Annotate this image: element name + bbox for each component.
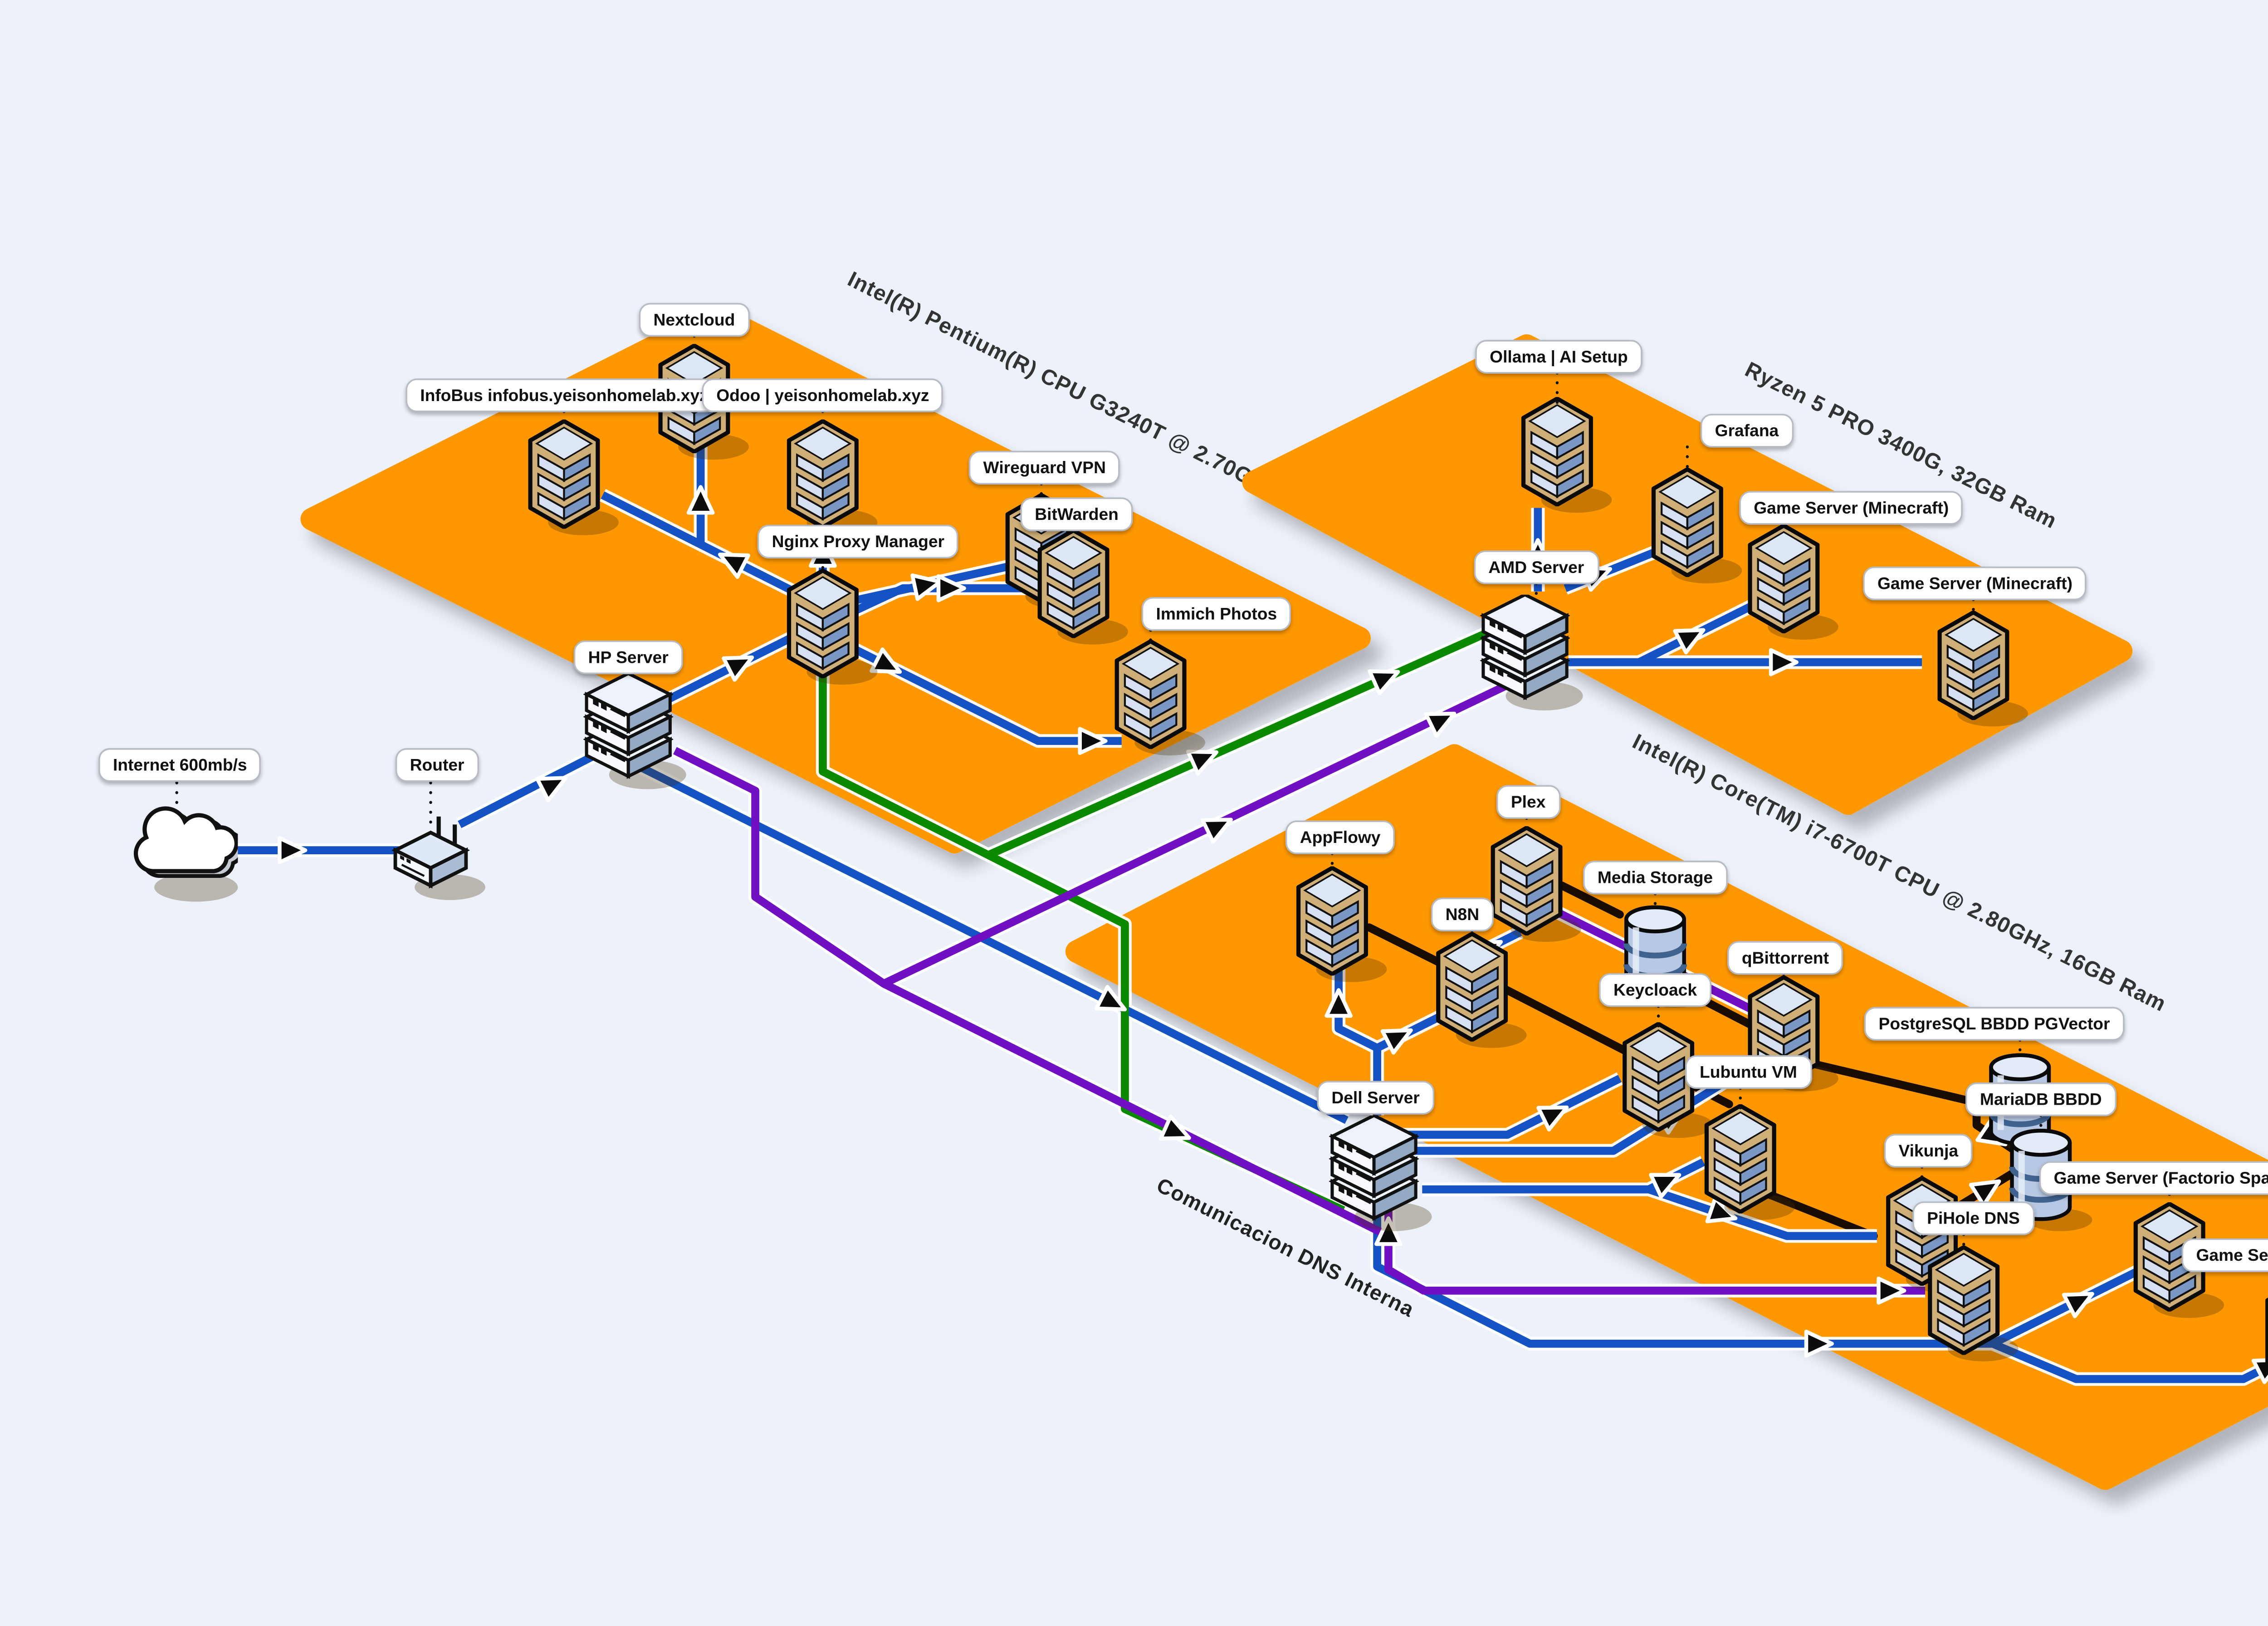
tower-server-icon-bitwarden[interactable] — [1040, 530, 1107, 637]
label-leaders — [175, 334, 2171, 1254]
tower-server-icon-immich[interactable] — [1117, 642, 1184, 748]
tower-server-icon-keycloack[interactable] — [1625, 1024, 1692, 1130]
node-label-n8n[interactable]: N8N — [1431, 897, 1494, 932]
node-label-dell[interactable]: Dell Server — [1317, 1081, 1434, 1115]
tower-server-icon-nginx[interactable] — [789, 571, 856, 677]
node-label-mediastorage[interactable]: Media Storage — [1583, 861, 1728, 895]
rack-server-icon-dell[interactable] — [1332, 1116, 1416, 1219]
tower-server-icon-minecraft1[interactable] — [1750, 525, 1818, 632]
tower-server-icon-lubuntu[interactable] — [1706, 1106, 1774, 1212]
node-label-lubuntu[interactable]: Lubuntu VM — [1685, 1055, 1812, 1089]
node-label-immich[interactable]: Immich Photos — [1141, 597, 1292, 631]
tower-server-icon-odoo[interactable] — [789, 421, 856, 527]
node-label-bitwarden[interactable]: BitWarden — [1020, 497, 1133, 531]
rack-server-icon-hp[interactable] — [587, 673, 670, 776]
node-label-grafana[interactable]: Grafana — [1700, 414, 1794, 448]
tower-server-icon-infobus[interactable] — [530, 421, 598, 527]
node-label-mariadb[interactable]: MariaDB BBDD — [1965, 1082, 2116, 1117]
tower-server-icon-minecraft2[interactable] — [1940, 612, 2007, 719]
tower-server-icon-ollama[interactable] — [1524, 399, 1591, 505]
node-label-satisfactory[interactable]: Game Server (Satisfactory) — [2181, 1238, 2268, 1273]
node-label-wireguard[interactable]: Wireguard VPN — [968, 451, 1120, 485]
connection-lines — [214, 440, 2268, 1386]
rack-server-icon-amd[interactable] — [1483, 595, 1567, 698]
node-label-qbittorrent[interactable]: qBittorrent — [1727, 941, 1843, 975]
node-label-factorio[interactable]: Game Server (Factorio Space) — [2039, 1161, 2268, 1195]
node-label-nextcloud[interactable]: Nextcloud — [639, 303, 750, 337]
tower-server-icon-pihole[interactable] — [1930, 1247, 1998, 1353]
tower-server-icon-grafana[interactable] — [1653, 469, 1721, 575]
cloud-icon-internet[interactable] — [136, 808, 243, 876]
node-label-nginx[interactable]: Nginx Proxy Manager — [757, 524, 959, 559]
tower-server-icon-plex[interactable] — [1493, 828, 1560, 934]
node-label-infobus[interactable]: InfoBus infobus.yeisonhomelab.xyz — [406, 378, 723, 412]
node-label-pihole[interactable]: PiHole DNS — [1912, 1201, 2034, 1235]
node-label-postgresql[interactable]: PostgreSQL BBDD PGVector — [1864, 1007, 2125, 1041]
node-label-plex[interactable]: Plex — [1496, 785, 1560, 819]
node-label-internet[interactable]: Internet 600mb/s — [98, 748, 262, 782]
node-label-minecraft1[interactable]: Game Server (Minecraft) — [1739, 491, 1964, 525]
node-label-amd[interactable]: AMD Server — [1474, 550, 1599, 584]
node-label-odoo[interactable]: Odoo | yeisonhomelab.xyz — [702, 378, 944, 412]
node-label-minecraft2[interactable]: Game Server (Minecraft) — [1863, 566, 2087, 601]
node-label-vikunja[interactable]: Vikunja — [1884, 1134, 1973, 1168]
node-label-keycloack[interactable]: Keycloack — [1599, 973, 1711, 1007]
tower-server-icon-appflowy[interactable] — [1299, 868, 1366, 974]
node-label-appflowy[interactable]: AppFlowy — [1285, 820, 1395, 855]
node-label-ollama[interactable]: Ollama | AI Setup — [1475, 340, 1642, 374]
node-label-hp[interactable]: HP Server — [573, 640, 683, 675]
tower-server-icon-n8n[interactable] — [1438, 934, 1506, 1040]
node-label-router[interactable]: Router — [395, 748, 479, 782]
